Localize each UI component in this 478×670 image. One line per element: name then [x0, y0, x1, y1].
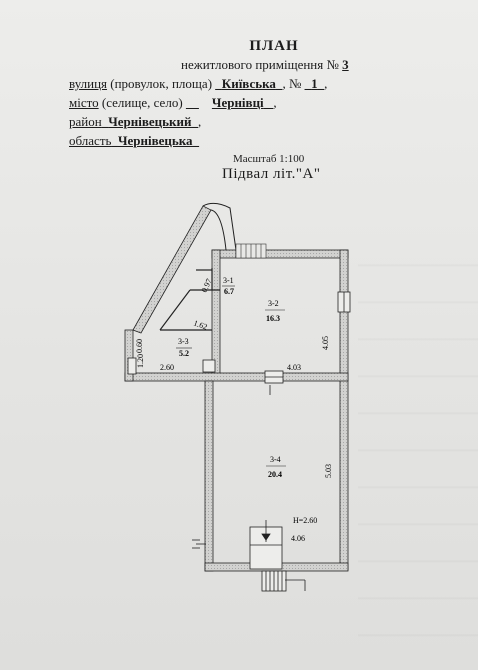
- dim-0-60: 0.60: [135, 339, 144, 353]
- room-3-1: 3-1 6.7: [222, 276, 235, 296]
- wall-left-3-4: [204, 380, 214, 572]
- dim-1-20: 1.20: [136, 354, 145, 368]
- city-value: Чернівці: [211, 95, 264, 110]
- svg-text:3-2: 3-2: [268, 299, 279, 308]
- premises-line: нежитлового приміщення № 3: [181, 57, 349, 72]
- region-line: область_Чернівецька_: [69, 133, 200, 148]
- district-line: район_Чернівецький_,: [69, 114, 202, 129]
- building-number: 1: [311, 76, 318, 91]
- floor-label: Підвал літ."А": [222, 166, 321, 182]
- dim-2-60: 2.60: [160, 363, 174, 372]
- wall-left-3-3: [124, 329, 134, 382]
- dim-1-62: 1.62: [192, 318, 208, 331]
- plan-title: ПЛАН: [249, 38, 299, 54]
- svg-text:3-4: 3-4: [270, 455, 281, 464]
- scale-label: Масштаб 1:100: [233, 153, 305, 165]
- door-marks: [192, 385, 271, 549]
- svg-text:6.7: 6.7: [224, 287, 234, 296]
- svg-text:20.4: 20.4: [268, 470, 282, 479]
- partitions: [159, 268, 220, 331]
- room-3-3: 3-3 5.2: [176, 337, 192, 358]
- windows: [127, 291, 351, 384]
- wall-top-3-2: [211, 249, 349, 259]
- dimensions: 1.62 4.05 4.03 2.60 1.20 0.60 5.03 H=2.6…: [135, 277, 333, 543]
- stairs-bottom: [249, 520, 306, 592]
- dim-4-06: 4.06: [291, 534, 305, 543]
- dim-4-05: 4.05: [321, 336, 330, 350]
- district-value: Чернівецький: [108, 114, 192, 129]
- street-line: вулиця (провулок, площа) _Київська_, № _…: [69, 76, 328, 91]
- svg-text:16.3: 16.3: [266, 314, 280, 323]
- dim-4-03: 4.03: [287, 363, 301, 372]
- dim-5-03: 5.03: [324, 464, 333, 478]
- svg-text:5.2: 5.2: [179, 349, 189, 358]
- city-line: місто (селище, село) Чернівці ,: [69, 95, 277, 110]
- room-3-4: 3-4 20.4: [266, 455, 286, 479]
- height-label: H=2.60: [293, 516, 317, 525]
- room-3-2: 3-2 16.3: [265, 299, 285, 323]
- premises-number: 3: [342, 57, 349, 72]
- svg-text:3-1: 3-1: [223, 276, 234, 285]
- svg-text:3-3: 3-3: [178, 337, 189, 346]
- region-value: Чернівецька: [117, 133, 193, 148]
- faded-background-table: [358, 230, 478, 670]
- street-value: Київська: [221, 76, 276, 91]
- wall-inner-left: [211, 249, 221, 376]
- stairs-top: [235, 243, 267, 259]
- wall-middle: [124, 372, 349, 382]
